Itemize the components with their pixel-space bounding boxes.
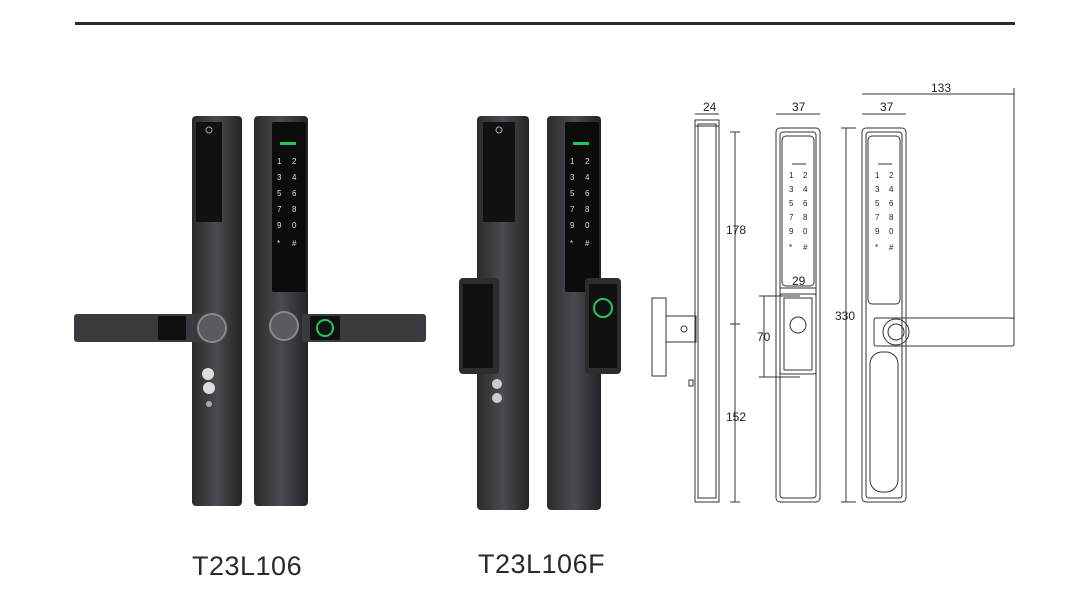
svg-text:1: 1 [789, 171, 794, 180]
dim-side-thickness: 24 [703, 100, 717, 114]
outer-lock-panel-f [459, 116, 529, 510]
svg-text:0: 0 [803, 227, 808, 236]
dim-fingerprint-width: 29 [792, 274, 806, 288]
dim-fingerprint-height: 70 [757, 330, 771, 344]
dim-front-width: 37 [792, 100, 806, 114]
svg-text:1: 1 [875, 171, 880, 180]
svg-text:6: 6 [292, 189, 297, 198]
svg-text:9: 9 [570, 221, 575, 230]
svg-text:1: 1 [570, 157, 575, 166]
svg-text:4: 4 [585, 173, 590, 182]
svg-text:3: 3 [789, 185, 794, 194]
svg-text:8: 8 [803, 213, 808, 222]
model-caption-t23l106f: T23L106F [478, 549, 606, 579]
svg-text:4: 4 [889, 185, 894, 194]
keypad-lock-panel-f: 1 2 3 4 5 6 7 8 9 0 * # [547, 116, 621, 510]
svg-text:2: 2 [585, 157, 590, 166]
svg-text:*: * [875, 243, 878, 252]
svg-text:3: 3 [277, 173, 282, 182]
svg-text:2: 2 [292, 157, 297, 166]
svg-text:#: # [585, 239, 590, 248]
svg-text:4: 4 [803, 185, 808, 194]
svg-text:4: 4 [292, 173, 297, 182]
svg-text:8: 8 [292, 205, 297, 214]
handle-view [861, 127, 1015, 503]
svg-text:9: 9 [875, 227, 880, 236]
svg-text:7: 7 [789, 213, 794, 222]
svg-text:#: # [803, 243, 808, 252]
svg-text:8: 8 [585, 205, 590, 214]
dim-front-width-handle: 37 [880, 100, 894, 114]
outer-lock-panel [74, 116, 242, 506]
svg-text:*: * [277, 239, 280, 248]
svg-text:3: 3 [570, 173, 575, 182]
svg-text:0: 0 [292, 221, 297, 230]
dim-handle-projection: 133 [931, 81, 951, 95]
dim-total-height: 330 [835, 309, 855, 323]
svg-text:9: 9 [277, 221, 282, 230]
svg-text:#: # [889, 243, 894, 252]
svg-text:0: 0 [585, 221, 590, 230]
svg-text:1: 1 [277, 157, 282, 166]
svg-text:5: 5 [277, 189, 282, 198]
svg-text:0: 0 [889, 227, 894, 236]
svg-text:5: 5 [789, 199, 794, 208]
top-divider-rule [75, 22, 1015, 25]
svg-text:6: 6 [889, 199, 894, 208]
svg-text:5: 5 [875, 199, 880, 208]
side-view [651, 119, 720, 503]
svg-text:3: 3 [875, 185, 880, 194]
svg-text:7: 7 [570, 205, 575, 214]
svg-text:8: 8 [889, 213, 894, 222]
svg-text:2: 2 [889, 171, 894, 180]
svg-text:5: 5 [570, 189, 575, 198]
keypad-lock-panel: 1 2 3 4 5 6 7 8 9 0 * # [254, 116, 426, 506]
product-photo-t23l106: 1 2 3 4 5 6 7 8 9 0 * # [70, 112, 430, 512]
front-view [775, 127, 821, 503]
dim-lower-height: 152 [726, 410, 746, 424]
svg-text:#: # [292, 239, 297, 248]
svg-text:9: 9 [789, 227, 794, 236]
svg-text:6: 6 [585, 189, 590, 198]
model-caption-t23l106: T23L106 [192, 551, 303, 581]
svg-text:6: 6 [803, 199, 808, 208]
svg-text:7: 7 [277, 205, 282, 214]
product-photo-t23l106f: 1 2 3 4 5 6 7 8 9 0 * # [455, 112, 635, 512]
svg-text:*: * [570, 239, 573, 248]
svg-text:7: 7 [875, 213, 880, 222]
svg-text:2: 2 [803, 171, 808, 180]
dim-upper-height: 178 [726, 223, 746, 237]
svg-text:*: * [789, 243, 792, 252]
